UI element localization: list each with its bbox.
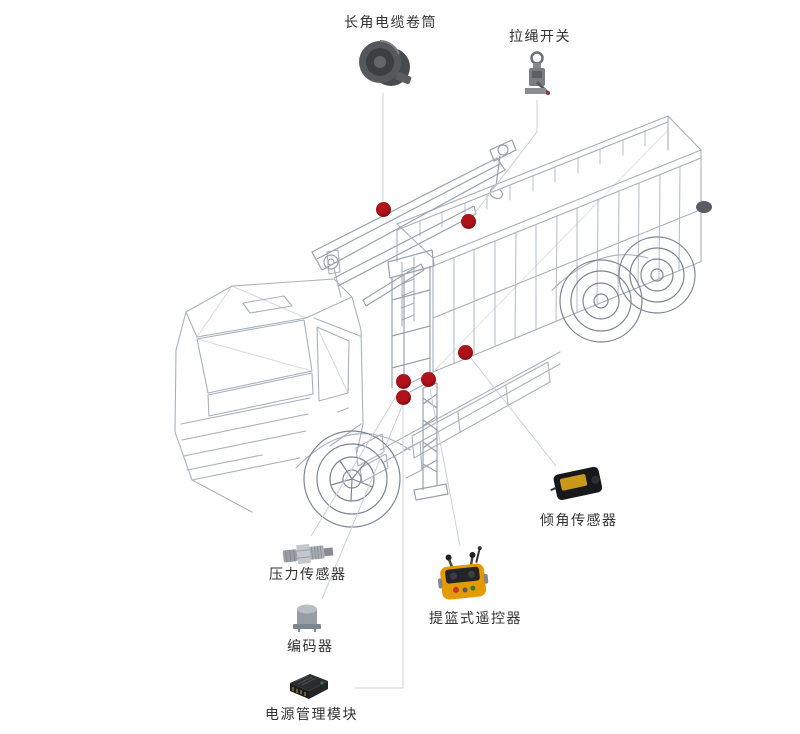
remote-control-illustration	[436, 546, 492, 604]
connector-lines	[310, 93, 557, 689]
label-pressure-sensor: 压力传感器	[269, 566, 347, 582]
rear-lamp	[696, 201, 712, 213]
marker-crane-base-1[interactable]	[396, 374, 411, 389]
cable-reel-illustration	[355, 36, 415, 92]
marker-bed-tilt-sensor[interactable]	[458, 345, 473, 360]
crane-boom	[311, 139, 517, 501]
label-cable-reel: 长角电缆卷筒	[344, 14, 437, 30]
label-pull-rope-switch: 拉绳开关	[509, 28, 571, 44]
marker-boom-cable-reel[interactable]	[376, 202, 391, 217]
pull-rope-switch-illustration	[522, 50, 552, 98]
label-power-module: 电源管理模块	[265, 706, 358, 722]
power-module-illustration	[286, 670, 332, 702]
label-remote-control: 提篮式遥控器	[429, 610, 522, 626]
marker-crane-base-3[interactable]	[396, 390, 411, 405]
marker-crane-base-2[interactable]	[421, 372, 436, 387]
encoder-illustration	[291, 600, 323, 634]
wheels	[303, 236, 696, 528]
label-tilt-sensor: 倾角传感器	[540, 512, 618, 528]
label-encoder: 编码器	[287, 638, 334, 654]
tilt-sensor-illustration	[550, 458, 610, 506]
marker-hook-pull-switch[interactable]	[461, 214, 476, 229]
pressure-sensor-illustration	[281, 538, 335, 568]
